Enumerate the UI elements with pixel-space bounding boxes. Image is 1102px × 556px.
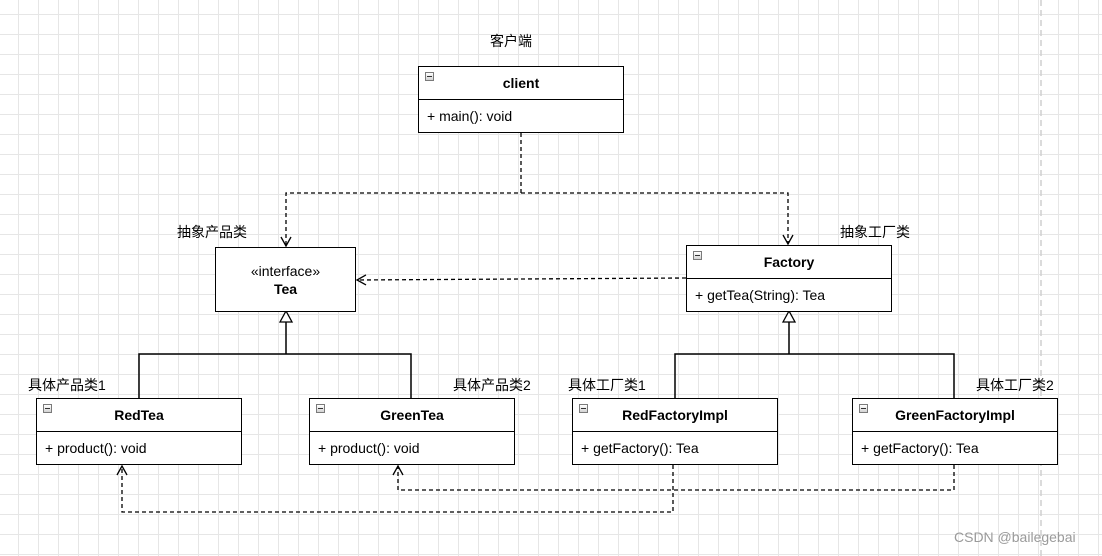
class-greenfactoryimpl[interactable]: GreenFactoryImpl + getFactory(): Tea [852, 398, 1058, 465]
class-client-members: + main(): void [419, 100, 623, 132]
label-abstract-product: 抽象产品类 [177, 224, 247, 240]
member-getfactory: + getFactory(): Tea [581, 440, 699, 456]
interface-tea[interactable]: «interface» Tea [215, 247, 356, 312]
label-concrete-factory-1: 具体工厂类1 [568, 377, 646, 393]
class-redfactoryimpl[interactable]: RedFactoryImpl + getFactory(): Tea [572, 398, 778, 465]
watermark: CSDN @bailegebai [954, 529, 1076, 545]
class-greenfactoryimpl-header: GreenFactoryImpl [853, 399, 1057, 432]
edge-factory-to-tea [355, 274, 687, 286]
class-client-name: client [502, 75, 540, 91]
label-concrete-factory-2: 具体工厂类2 [976, 377, 1054, 393]
label-client-role: 客户端 [490, 33, 532, 49]
class-client-header: client [419, 67, 623, 100]
edge-factories-realize-factory [674, 353, 955, 398]
class-greentea[interactable]: GreenTea + product(): void [309, 398, 515, 465]
collapse-icon[interactable] [579, 404, 588, 413]
interface-tea-stereotype: «interface» [250, 262, 321, 279]
factory-inheritance-arrowhead [781, 309, 797, 323]
class-redtea-members: + product(): void [37, 432, 241, 464]
edge-client-to-tea [280, 133, 522, 248]
edge-redfactory-to-redtea [116, 464, 674, 513]
edge-redtea-realizes-tea [138, 353, 412, 398]
edge-greenfactory-to-greentea [392, 464, 955, 491]
class-factory-members: + getTea(String): Tea [687, 279, 891, 311]
class-greenfactoryimpl-members: + getFactory(): Tea [853, 432, 1057, 464]
edge-client-to-factory [521, 192, 794, 246]
member-main: + main(): void [427, 108, 513, 124]
class-greentea-header: GreenTea [310, 399, 514, 432]
class-redtea-header: RedTea [37, 399, 241, 432]
member-gettea: + getTea(String): Tea [695, 287, 826, 303]
label-abstract-factory: 抽象工厂类 [840, 224, 910, 240]
member-product: + product(): void [45, 440, 147, 456]
class-redfactoryimpl-name: RedFactoryImpl [622, 407, 728, 423]
class-factory[interactable]: Factory + getTea(String): Tea [686, 245, 892, 312]
class-factory-header: Factory [687, 246, 891, 279]
label-concrete-product-1: 具体产品类1 [28, 377, 106, 393]
class-factory-name: Factory [763, 254, 815, 270]
collapse-icon[interactable] [316, 404, 325, 413]
tea-inheritance-arrowhead [278, 309, 294, 323]
collapse-icon[interactable] [43, 404, 52, 413]
class-greentea-name: GreenTea [380, 407, 444, 423]
class-greenfactoryimpl-name: GreenFactoryImpl [895, 407, 1015, 423]
class-redfactoryimpl-members: + getFactory(): Tea [573, 432, 777, 464]
class-redtea[interactable]: RedTea + product(): void [36, 398, 242, 465]
label-concrete-product-2: 具体产品类2 [453, 377, 531, 393]
collapse-icon[interactable] [859, 404, 868, 413]
interface-tea-name: Tea [273, 280, 298, 297]
class-redtea-name: RedTea [114, 407, 164, 423]
member-getfactory: + getFactory(): Tea [861, 440, 979, 456]
class-redfactoryimpl-header: RedFactoryImpl [573, 399, 777, 432]
collapse-icon[interactable] [425, 72, 434, 81]
collapse-icon[interactable] [693, 251, 702, 260]
class-greentea-members: + product(): void [310, 432, 514, 464]
class-client[interactable]: client + main(): void [418, 66, 624, 133]
member-product: + product(): void [318, 440, 420, 456]
